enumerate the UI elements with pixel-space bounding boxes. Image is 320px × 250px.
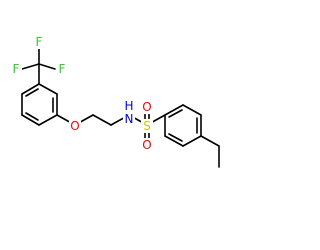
bond-ringB-double-1 — [168, 109, 183, 118]
nitrogen-label: N — [125, 112, 134, 126]
bond-ringB-4-5 — [182, 135, 202, 147]
atom-sulfonyl-oxygen-bottom: O — [141, 138, 153, 152]
fluorine-label-1: F — [36, 35, 43, 49]
bond-cf3-f2 — [21, 63, 40, 70]
bond-ringA-1-2 — [38, 83, 58, 95]
bond-ringB-double-3 — [168, 133, 183, 142]
fluorine-label-2: F — [13, 62, 20, 76]
bond-ringB-5-6 — [164, 135, 184, 147]
ether-oxygen-label: O — [70, 119, 79, 133]
bond-ringA-6-1 — [21, 83, 40, 95]
atom-nitrogen: H N — [123, 99, 135, 128]
bond-ringB-1-2 — [164, 104, 184, 116]
bond-cf3-f3 — [38, 63, 56, 70]
bond-ringB-2-3 — [182, 104, 202, 116]
atom-fluorine-1: F — [33, 35, 45, 49]
atom-layer: F F F O H N S O O — [10, 35, 153, 152]
nitrogen-hydrogen-label: H — [124, 99, 133, 113]
bond-layer — [21, 48, 220, 168]
bond-ringA-double-3 — [25, 88, 39, 97]
atom-sulfur: S — [141, 119, 153, 133]
sulfonyl-oxygen-top-label: O — [142, 100, 151, 114]
sulfonyl-oxygen-bottom-label: O — [142, 138, 151, 152]
bond-ch2-ch2 — [92, 114, 112, 126]
bond-ringA-double-2 — [25, 112, 39, 121]
atom-fluorine-2: F — [10, 62, 22, 76]
sulfur-label: S — [143, 119, 151, 133]
atom-ether-oxygen: O — [69, 119, 81, 133]
bond-ringA-3-4 — [38, 114, 58, 126]
bond-ring-ch2 — [200, 135, 220, 147]
molecule-diagram: F F F O H N S O O — [10, 35, 220, 168]
bond-ringA-4-5 — [21, 114, 40, 126]
atom-sulfonyl-oxygen-top: O — [141, 100, 153, 114]
atom-fluorine-3: F — [56, 62, 68, 76]
fluorine-label-3: F — [59, 62, 66, 76]
